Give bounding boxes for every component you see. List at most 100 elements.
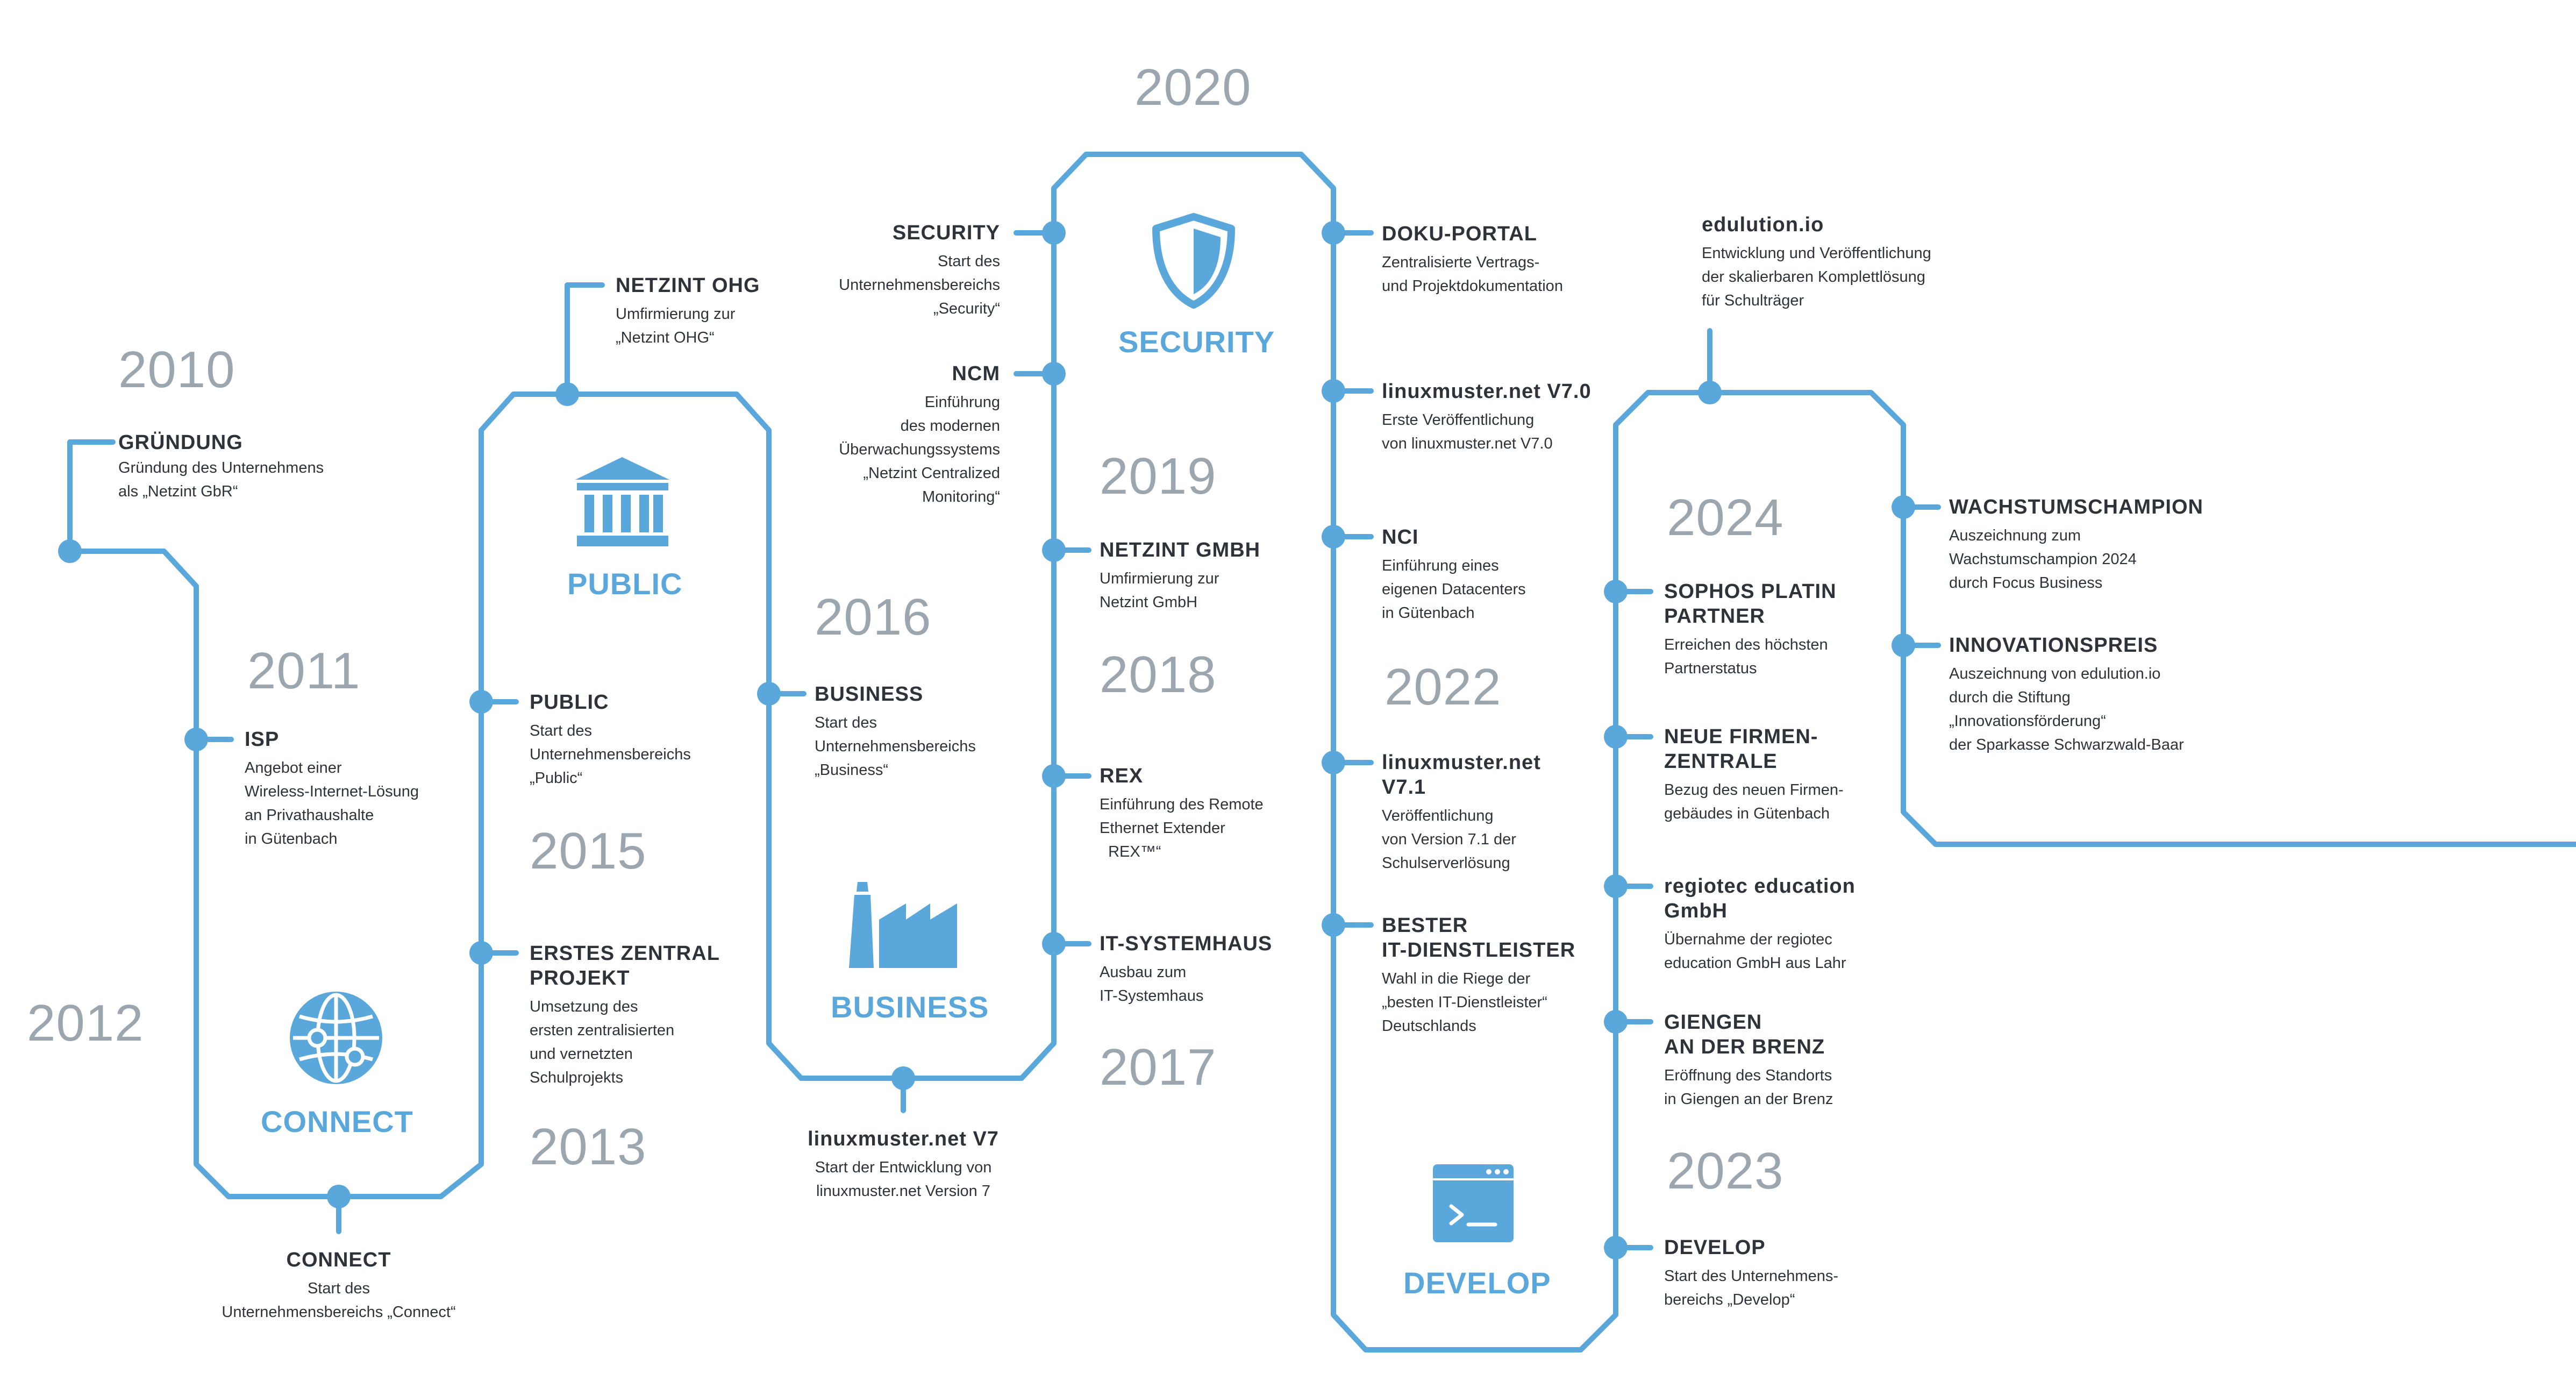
event-description: Umfirmierung zur Netzint GmbH	[1100, 570, 1219, 611]
timeline-dot	[555, 382, 579, 406]
event-rex: REX Einführung des Remote Ethernet Exten…	[1100, 764, 1264, 864]
event-title: INNOVATIONSPREIS	[1949, 634, 2158, 657]
event-title: PUBLIC	[530, 691, 609, 714]
segment-label-security: SECURITY	[1118, 325, 1275, 359]
year-2024: 2024	[1667, 489, 1784, 546]
year-2018: 2018	[1100, 646, 1217, 703]
event-description: Start des Unternehmens- bereichs „Develo…	[1664, 1268, 1838, 1308]
event-description: Erreichen des höchsten Partnerstatus	[1664, 636, 1828, 677]
event-description: Eröffnung des Standorts in Giengen an de…	[1664, 1067, 1833, 1108]
year-2012: 2012	[27, 994, 144, 1052]
event-description: Wahl in die Riege der „besten IT-Dienstl…	[1382, 970, 1547, 1035]
event-erstes-zentral-projekt: ERSTES ZENTRAL PROJEKT Umsetzung des ers…	[530, 941, 720, 1090]
timeline-dot	[1042, 764, 1066, 788]
event-title: SOPHOS PLATIN PARTNER	[1664, 580, 1837, 628]
timeline-dot	[469, 690, 493, 714]
event-description: Gründung des Unternehmens als „Netzint G…	[118, 459, 324, 500]
year-2017: 2017	[1100, 1038, 1217, 1096]
event-title: BUSINESS	[815, 683, 924, 706]
connector-netzint-ohg	[565, 282, 605, 397]
timeline-dot	[1604, 874, 1628, 898]
event-description: Erste Veröffentlichung von linuxmuster.n…	[1382, 411, 1553, 452]
timeline-dot	[1322, 751, 1345, 774]
event-nci: NCI Einführung eines eigenen Datacenters…	[1382, 525, 1526, 625]
year-2016: 2016	[815, 588, 932, 646]
event-description: Auszeichnung von edulution.io durch die …	[1949, 665, 2184, 753]
timeline-dot	[327, 1185, 351, 1208]
event-business: BUSINESS Start des Unternehmensbereichs …	[815, 682, 976, 782]
event-security: SECURITY Start des Unternehmensbereichs …	[731, 220, 1000, 321]
event-it-systemhaus: IT-SYSTEMHAUS Ausbau zum IT-Systemhaus	[1100, 931, 1272, 1008]
shield-icon	[1152, 213, 1235, 309]
year-2020: 2020	[1134, 59, 1252, 116]
segment-label-connect: CONNECT	[261, 1105, 413, 1138]
event-description: Auszeichnung zum Wachstumschampion 2024 …	[1949, 527, 2137, 592]
event-title: GRÜNDUNG	[118, 431, 243, 454]
event-regiotec: regiotec education GmbH Übernahme der re…	[1664, 874, 1856, 975]
timeline-dot	[1892, 633, 1915, 657]
year-2011: 2011	[247, 642, 361, 700]
event-description: Start des Unternehmensbereichs „Connect“	[222, 1280, 456, 1321]
event-connect: CONNECT Start des Unternehmensbereichs „…	[204, 1248, 473, 1324]
event-title: WACHSTUMSCHAMPION	[1949, 496, 2203, 518]
year-2019: 2019	[1100, 447, 1217, 505]
event-description: Start des Unternehmensbereichs „Public“	[530, 722, 691, 787]
event-description: Ausbau zum IT-Systemhaus	[1100, 964, 1204, 1005]
event-description: Start des Unternehmensbereichs „Security…	[839, 253, 1000, 317]
timeline-dot	[1892, 495, 1915, 519]
terminal-window-icon	[1433, 1164, 1514, 1242]
event-description: Einführung des Remote Ethernet Extender …	[1100, 796, 1264, 860]
event-title: REX	[1100, 765, 1144, 787]
event-title: linuxmuster.net V7.0	[1382, 380, 1592, 403]
year-2013: 2013	[530, 1118, 647, 1176]
event-linuxmuster-v71: linuxmuster.net V7.1 Veröffentlichung vo…	[1382, 750, 1541, 875]
timeline-dot	[58, 539, 82, 563]
year-2010: 2010	[118, 341, 236, 398]
timeline-dot	[1322, 525, 1345, 549]
segment-label-public: PUBLIC	[567, 567, 683, 601]
event-giengen: GIENGEN AN DER BRENZ Eröffnung des Stand…	[1664, 1010, 1833, 1111]
event-public: PUBLIC Start des Unternehmensbereichs „P…	[530, 690, 691, 790]
year-2015: 2015	[530, 822, 647, 880]
event-gruendung: GRÜNDUNG Gründung des Unternehmens als „…	[118, 430, 324, 503]
event-description: Umsetzung des ersten zentralisierten und…	[530, 998, 675, 1086]
year-2022: 2022	[1385, 658, 1502, 716]
event-description: Angebot einer Wireless-Internet-Lösung a…	[245, 759, 419, 848]
event-bester-it-dienstleister: BESTER IT-DIENSTLEISTER Wahl in die Rieg…	[1382, 913, 1575, 1038]
timeline-main-line	[67, 152, 2576, 1352]
timeline-dot	[1322, 379, 1345, 403]
event-title: regiotec education GmbH	[1664, 875, 1856, 922]
event-title: NCI	[1382, 526, 1419, 549]
event-title: NCM	[952, 362, 1000, 385]
event-title: NETZINT GMBH	[1100, 539, 1261, 561]
event-title: ISP	[245, 728, 280, 751]
timeline-dot	[1042, 221, 1066, 245]
event-description: Übernahme der regiotec education GmbH au…	[1664, 931, 1846, 972]
event-title: linuxmuster.net V7.1	[1382, 751, 1541, 799]
timeline-dot	[1604, 725, 1628, 749]
event-description: Entwicklung und Veröffentlichung der ska…	[1702, 245, 1931, 309]
timeline-dot	[1604, 580, 1628, 603]
timeline-dot	[1604, 1236, 1628, 1259]
event-description: Veröffentlichung von Version 7.1 der Sch…	[1382, 807, 1516, 872]
segment-label-develop: DEVELOP	[1403, 1266, 1551, 1300]
event-description: Umfirmierung zur „Netzint OHG“	[616, 305, 736, 346]
event-title: NETZINT OHG	[616, 274, 760, 297]
timeline-dot	[1042, 538, 1066, 562]
event-description: Einführung des modernen Überwachungssyst…	[839, 394, 1000, 506]
event-title: DOKU-PORTAL	[1382, 223, 1537, 245]
event-title: linuxmuster.net V7	[808, 1128, 999, 1150]
timeline-dot	[1322, 221, 1345, 245]
event-description: Start des Unternehmensbereichs „Business…	[815, 714, 976, 779]
timeline-dot	[891, 1066, 915, 1090]
event-netzint-ohg: NETZINT OHG Umfirmierung zur „Netzint OH…	[616, 273, 760, 350]
event-title: SECURITY	[892, 222, 1000, 244]
timeline-dot	[1042, 932, 1066, 956]
event-ncm: NCM Einführung des modernen Überwachungs…	[731, 361, 1000, 509]
event-neue-firmenzentrale: NEUE FIRMEN- ZENTRALE Bezug des neuen Fi…	[1664, 724, 1844, 825]
timeline-dot	[757, 682, 781, 706]
event-description: Zentralisierte Vertrags- und Projektdoku…	[1382, 254, 1563, 295]
event-doku-portal: DOKU-PORTAL Zentralisierte Vertrags- und…	[1382, 222, 1563, 298]
event-description: Bezug des neuen Firmen- gebäudes in Güte…	[1664, 781, 1844, 822]
